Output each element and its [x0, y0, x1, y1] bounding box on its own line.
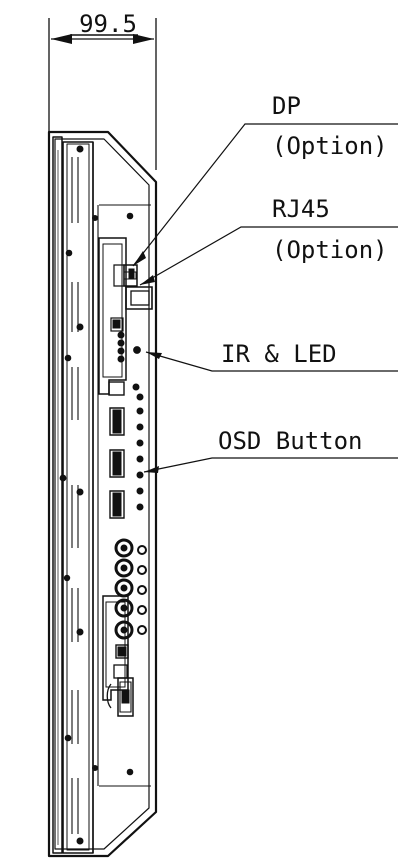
rca-jack: [137, 565, 147, 575]
ac-inlet-inner: [119, 681, 132, 713]
audio-jack-center: [120, 584, 128, 592]
upper-io-board: [102, 243, 123, 378]
dp-option-label: (Option): [272, 132, 388, 160]
panel-inner-frame: [66, 143, 90, 851]
audio-jack-center: [120, 564, 128, 572]
frame-fastener: [64, 734, 72, 742]
port-hole: [117, 347, 125, 355]
dp-label: DP: [272, 92, 301, 120]
rca-jack: [137, 605, 147, 615]
front-bezel-edge: [52, 136, 63, 854]
audio-jack-center: [120, 626, 128, 634]
frame-fastener: [63, 574, 71, 582]
upper-io-bracket: [98, 237, 127, 395]
housing-screw: [92, 765, 98, 771]
callout-arrows: [133, 251, 162, 473]
ir-led-arrow: [146, 352, 162, 359]
rca-jack: [137, 585, 147, 595]
frame-fasteners: [59, 145, 134, 845]
audio-jack: [114, 598, 134, 618]
side-control-hole: [132, 383, 140, 391]
rca-jack: [137, 545, 147, 555]
rj45-socket: [130, 290, 150, 306]
serial-port-1: [109, 407, 125, 436]
width-dimension-value: 99.5: [79, 10, 137, 38]
rj45-leader-line: [139, 226, 398, 286]
side-control-hole: [136, 503, 144, 511]
osd-button-leader-line: [143, 457, 398, 473]
housing-screw: [126, 768, 134, 776]
serial-port-2-socket: [112, 451, 122, 476]
frame-slots: [71, 157, 79, 834]
ac-inlet-outer: [117, 677, 134, 717]
connector-stack: [106, 331, 147, 717]
small-button-fill: [117, 646, 127, 657]
side-control-hole: [136, 407, 144, 415]
frame-fastener: [76, 323, 84, 331]
frame-fastener: [59, 474, 67, 482]
frame-fastener: [76, 145, 84, 153]
ir-led-label: IR & LED: [221, 340, 337, 368]
dp-leader-line: [132, 123, 398, 267]
audio-jack: [114, 578, 134, 598]
ac-inlet-clip: [106, 683, 112, 709]
audio-jack-center: [120, 544, 128, 552]
rca-jack: [137, 625, 147, 635]
port-hole: [117, 339, 125, 347]
serial-port-3: [109, 490, 125, 519]
dimension-right-arrow: [133, 34, 154, 44]
frame-fastener: [64, 354, 72, 362]
frame-fastener: [76, 488, 84, 496]
housing-screw: [126, 212, 134, 220]
dp-arrow: [133, 251, 146, 266]
serial-port-2: [109, 449, 125, 478]
small-button: [115, 644, 129, 659]
small-square-port-socket: [112, 319, 121, 329]
frame-fastener: [65, 249, 73, 257]
serial-port-3-socket: [112, 492, 122, 517]
rj45-arrow: [140, 275, 155, 285]
width-dimension: 99.5: [48, 10, 157, 170]
housing-screw: [92, 215, 98, 221]
rj45-latch: [123, 271, 137, 280]
side-control-hole: [136, 471, 144, 479]
audio-jack: [114, 620, 134, 640]
port-hole: [117, 331, 125, 339]
osd-button-arrow: [144, 466, 159, 473]
ir-led-window: [133, 346, 141, 354]
ac-inlet-socket: [121, 689, 130, 704]
frame-fastener: [76, 837, 84, 845]
callout-leaders: [132, 123, 398, 473]
rectangular-port: [108, 381, 125, 396]
audio-jack: [114, 538, 134, 558]
dimension-left-arrow: [51, 34, 72, 44]
ir-led-leader-line: [145, 351, 398, 372]
side-control-hole: [136, 439, 144, 447]
frame-fastener: [76, 628, 84, 636]
serial-port-1-socket: [112, 409, 122, 434]
osd-button-label: OSD Button: [218, 427, 363, 455]
small-square-port: [110, 317, 124, 332]
chassis-outer-outline: [47, 130, 158, 858]
rj45-port-housing: [125, 286, 153, 310]
rear-io-panel: [98, 237, 153, 701]
callout-labels: DP (Option) RJ45 (Option) IR & LED OSD B…: [218, 92, 388, 455]
side-control-hole: [136, 423, 144, 431]
side-control-hole: [136, 487, 144, 495]
chassis-inner-outline: [54, 138, 150, 850]
dp-port-socket: [128, 268, 135, 280]
rj45-option-label: (Option): [272, 236, 388, 264]
port-hole: [117, 355, 125, 363]
audio-jack-center: [120, 604, 128, 612]
audio-jack: [114, 558, 134, 578]
chassis: [47, 130, 158, 858]
side-control-hole: [136, 455, 144, 463]
rj45-label: RJ45: [272, 195, 330, 223]
side-control-hole: [136, 393, 144, 401]
